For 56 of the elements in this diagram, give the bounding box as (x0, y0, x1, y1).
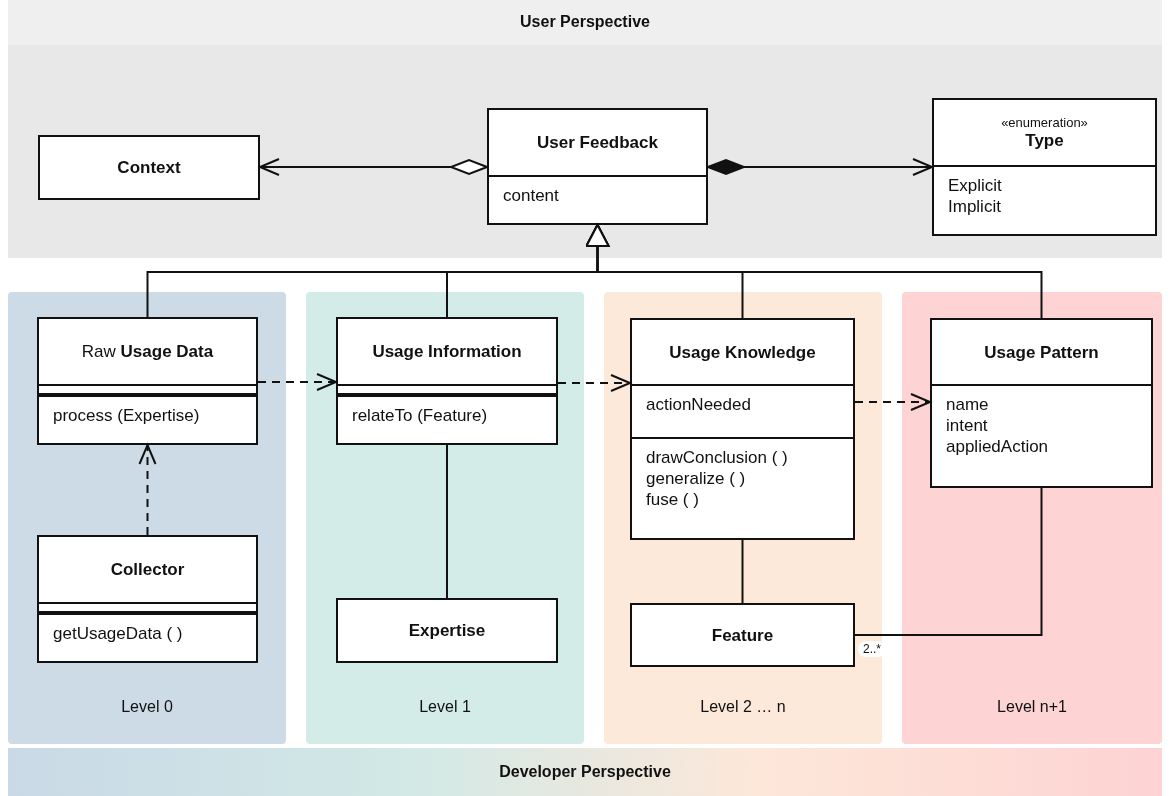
association-arrow (707, 158, 933, 176)
class-name: Raw Usage Data (81, 341, 214, 362)
dependency-arrow (138, 444, 157, 536)
class-box (630, 603, 855, 667)
class-box (37, 317, 258, 445)
attribute: name (946, 394, 990, 415)
lane-label: Level 1 (418, 698, 472, 716)
stereotype: «enumeration» (1001, 114, 1088, 130)
method: relateTo (Feature) (352, 405, 489, 426)
class-name: Usage Pattern (984, 341, 1099, 363)
class-name: Expertise (408, 620, 486, 641)
perspective-panel (8, 0, 1162, 258)
class-name: Collector (110, 559, 185, 580)
lane-panel (8, 292, 286, 744)
dependency-arrow (257, 373, 337, 391)
band-title: User Perspective (519, 13, 651, 31)
attribute: intent (946, 415, 989, 436)
class-box (630, 318, 855, 540)
lane-label: Level n+1 (996, 698, 1068, 716)
class-box (930, 318, 1153, 488)
band-title: Developer Perspective (498, 763, 672, 781)
dependency-arrow (854, 393, 931, 411)
lane-panel (306, 292, 584, 744)
class-name: User Feedback (537, 132, 658, 153)
association-arrow (259, 158, 488, 176)
lane-label: Level 0 (120, 698, 174, 716)
class-name: Feature (711, 624, 774, 646)
method: getUsageData ( ) (53, 623, 184, 644)
connector-line (741, 539, 744, 604)
attribute: Implicit (948, 196, 1002, 217)
class-name: Usage Information (372, 341, 522, 362)
class-name: Type (1025, 129, 1064, 151)
class-box (336, 598, 558, 663)
lane-panel (902, 292, 1162, 744)
lane-panel (604, 292, 882, 744)
lane-label: Level 2 … n (699, 698, 787, 716)
method: fuse ( ) (646, 489, 700, 510)
dependency-arrow (557, 374, 631, 392)
connector-line (854, 487, 1043, 636)
class-name: Usage Knowledge (669, 341, 816, 363)
method: drawConclusion ( ) (646, 447, 789, 468)
perspective-band (8, 748, 1162, 796)
attribute: Explicit (948, 175, 1003, 196)
attribute: actionNeeded (646, 394, 752, 415)
attribute: appliedAction (946, 436, 1050, 457)
class-name: Context (117, 157, 181, 178)
class-box (932, 98, 1157, 236)
class-box (37, 535, 258, 663)
attribute: content (503, 185, 560, 206)
class-box (38, 135, 260, 200)
class-box (487, 108, 708, 225)
method: generalize ( ) (646, 468, 747, 489)
connector-line (446, 444, 448, 599)
generalization-arrow (585, 224, 1043, 319)
method: process (Expertise) (53, 405, 201, 426)
class-box (336, 317, 558, 445)
